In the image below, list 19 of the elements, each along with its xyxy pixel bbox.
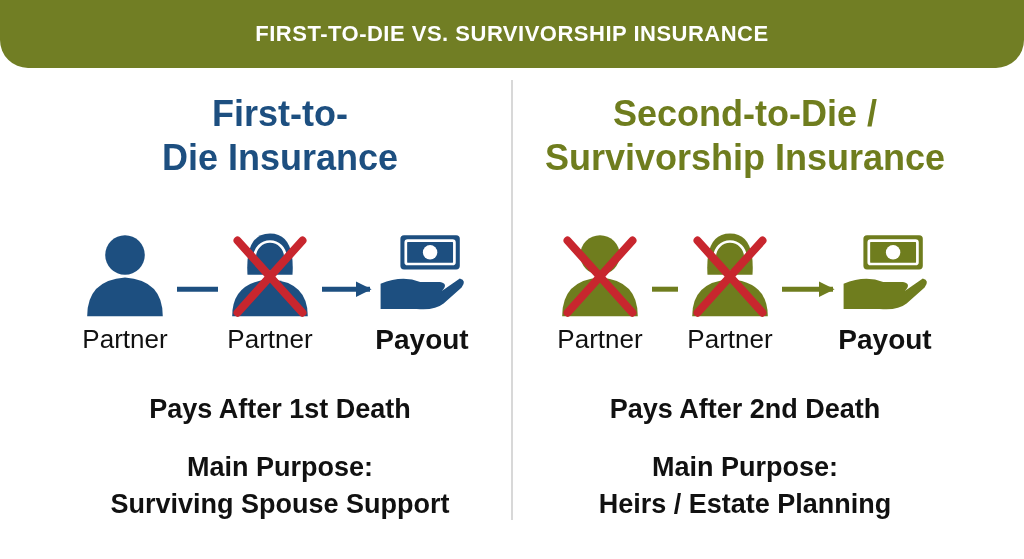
title-banner: FIRST-TO-DIE VS. SURVIVORSHIP INSURANCE (0, 0, 1024, 68)
description-text: Pays After 2nd Death (609, 394, 881, 425)
description-text: Heirs / Estate Planning (598, 489, 892, 520)
node-label: Partner (227, 324, 313, 355)
heading: Second-to-Die / Survivorship Insurance (543, 92, 947, 180)
description-text: Surviving Spouse Support (110, 489, 450, 520)
node-label: Payout (838, 324, 932, 356)
arrow (782, 281, 835, 298)
arrow (322, 281, 372, 298)
description-text: Main Purpose: (652, 452, 838, 483)
node-label: Payout (375, 324, 469, 356)
description-text: Main Purpose: (187, 452, 373, 483)
node-label: Partner (82, 324, 168, 355)
connector-line (177, 286, 218, 292)
connector-line (652, 286, 678, 292)
node-label: Partner (687, 324, 773, 355)
description-text: Pays After 1st Death (149, 394, 411, 425)
node-label: Partner (557, 324, 643, 355)
heading: First-to-Die Insurance (160, 92, 400, 180)
